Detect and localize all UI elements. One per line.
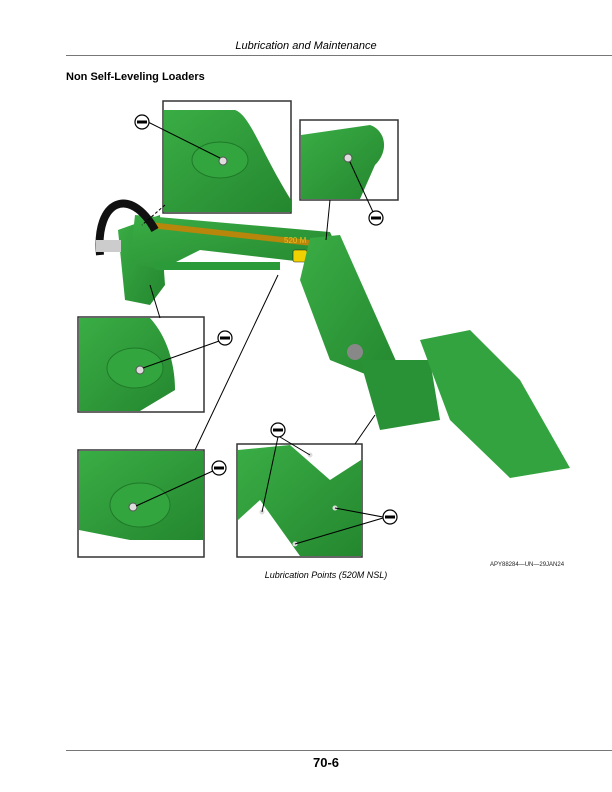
page-number: 70-6: [312, 755, 340, 770]
bucket-linkage-inset: [236, 414, 398, 558]
figure-id: APY88284—UN—29JAN24: [490, 562, 565, 568]
upper-left-pivot-inset: [134, 100, 292, 226]
lower-left-cylinder-rod-inset: [77, 274, 279, 558]
svg-text:520 M: 520 M: [284, 236, 307, 245]
section-title: Non Self-Leveling Loaders: [66, 71, 205, 83]
header-rule: [66, 55, 612, 56]
figure-caption: Lubrication Points (520M NSL): [264, 570, 388, 580]
loader-illustration: 520 M: [95, 199, 570, 478]
upper-right-boom-pivot-inset: [299, 119, 399, 241]
middle-left-cylinder-base-inset: [77, 284, 233, 413]
footer-rule: [66, 750, 612, 751]
lubrication-points-figure: 520 M: [66, 95, 586, 565]
running-header: Lubrication and Maintenance: [235, 40, 377, 52]
